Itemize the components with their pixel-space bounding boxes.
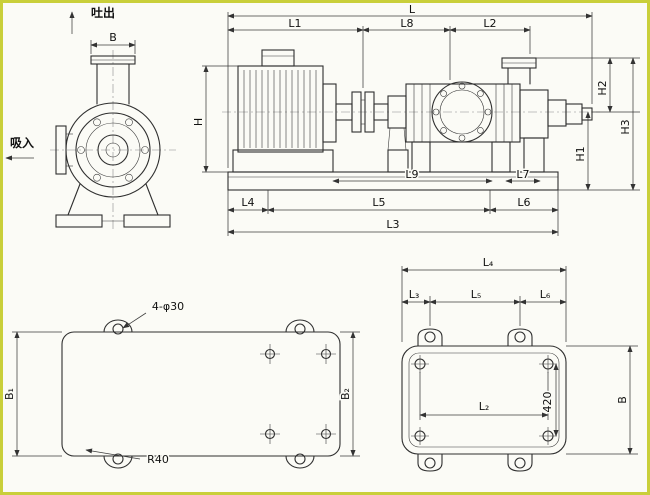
foundation-dims: L₄ L₃ L₅ L₆ L₂ 420 B — [401, 255, 638, 455]
dim-label-l3: L3 — [386, 218, 399, 231]
dim-label-l2: L2 — [483, 17, 496, 30]
suction-flange — [55, 125, 73, 175]
dim-B-front: B — [90, 30, 136, 54]
baseplate-top-view: 4-φ30 R40 B₁ B₂ — [2, 299, 360, 469]
dim-label-l4-plan: L₄ — [483, 256, 494, 269]
dim-label-l6-plan: L₆ — [540, 288, 551, 301]
pump-front-view: B 吐出 吸入 — [5, 5, 176, 232]
side-view-left-dims: H — [191, 65, 238, 173]
dim-label-h1: H1 — [574, 146, 587, 161]
stage-bolt-holes — [432, 82, 492, 142]
dim-label-l5: L5 — [372, 196, 385, 209]
dim-label-l4: L4 — [241, 196, 254, 209]
dim-label-l8: L8 — [400, 17, 413, 30]
discharge-nozzle — [90, 55, 136, 105]
dim-label-l9: L9 — [405, 168, 418, 181]
discharge-label: 吐出 — [91, 5, 115, 20]
dim-label-l5-plan: L₅ — [471, 288, 482, 301]
dim-label-l3-plan: L₃ — [409, 288, 420, 301]
pump-side-view: L L1 L8 L2 H H1 H2 H3 L9 — [191, 2, 640, 236]
dim-label-b2: B₂ — [339, 388, 352, 400]
pump-feet-front — [55, 183, 171, 228]
dim-label-l7: L7 — [516, 168, 529, 181]
radius-leader-line — [85, 448, 141, 460]
radius-callout-label: R40 — [147, 453, 169, 466]
dim-label-420: 420 — [541, 392, 554, 413]
foundation-lugs — [417, 328, 533, 472]
dim-label-h2: H2 — [596, 80, 609, 95]
baseplate-ears — [103, 319, 315, 469]
dim-label-b-front: B — [109, 31, 117, 44]
baseplate-bolt-holes — [260, 344, 336, 444]
holes-leader-line — [122, 312, 147, 329]
casing-bolt-holes — [77, 118, 149, 182]
dim-label-b-plan: B — [616, 396, 629, 404]
coupling — [335, 91, 389, 133]
discharge-pipe-side — [507, 67, 531, 85]
side-view-right-dims: H1 H2 H3 — [536, 57, 640, 191]
suction-label: 吸入 — [10, 136, 34, 150]
dim-label-l6: L6 — [517, 196, 530, 209]
dim-label-l2-plan: L₂ — [479, 400, 490, 413]
side-view-bottom-dims: L9 L7 L4 L5 L6 L3 — [227, 167, 559, 236]
foundation-corner-holes — [411, 355, 557, 445]
dim-label-h3: H3 — [619, 119, 632, 134]
dim-label-h: H — [192, 118, 205, 126]
holes-callout-label: 4-φ30 — [152, 300, 184, 313]
dim-label-l: L — [409, 3, 416, 16]
foundation-plan-view: L₄ L₃ L₅ L₆ L₂ 420 B — [401, 255, 638, 472]
dim-label-b1: B₁ — [3, 388, 16, 400]
plate-view-dims: B₁ B₂ — [2, 331, 360, 457]
dim-label-l1: L1 — [288, 17, 301, 30]
